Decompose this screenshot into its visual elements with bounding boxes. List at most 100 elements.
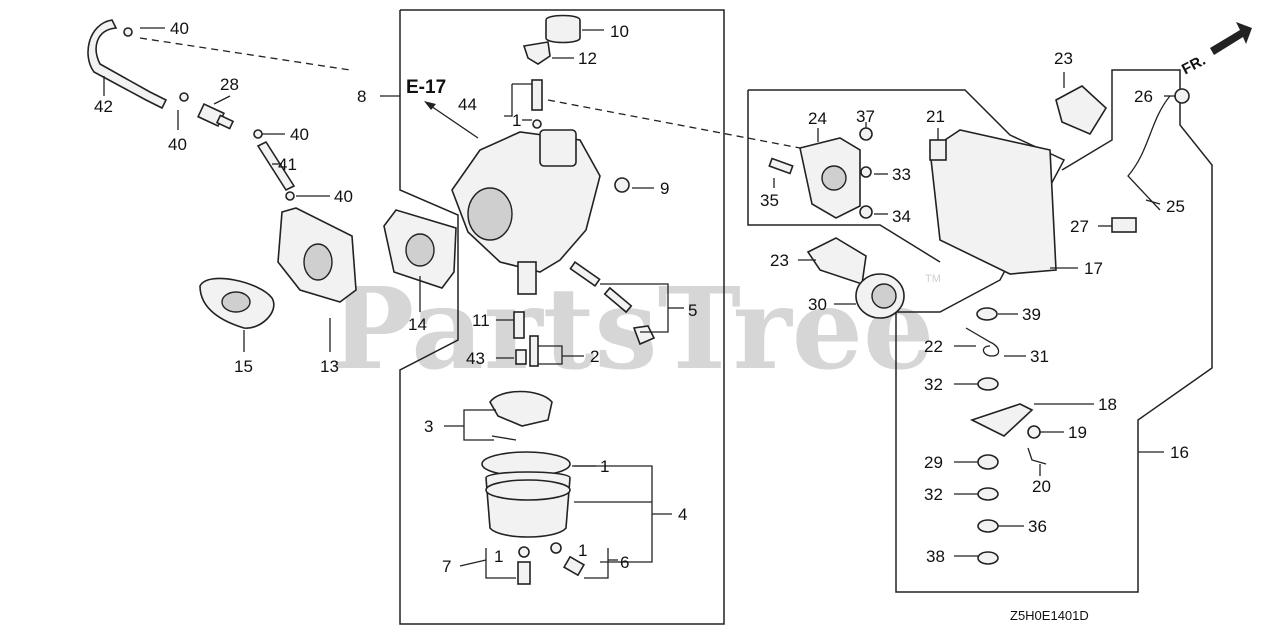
choke-group-frame bbox=[747, 90, 941, 263]
control-base-17 bbox=[929, 129, 1057, 275]
float-pin bbox=[491, 435, 517, 441]
gasket-23a bbox=[1055, 85, 1108, 136]
washer-39 bbox=[976, 307, 998, 321]
callout-18: 18 bbox=[1098, 395, 1117, 414]
nut-26 bbox=[1174, 88, 1190, 104]
callout-13: 13 bbox=[320, 357, 339, 376]
callout-1-a: 1 bbox=[512, 111, 521, 130]
reference-leader bbox=[427, 103, 479, 139]
callout-36: 36 bbox=[1028, 517, 1047, 536]
callout-22: 22 bbox=[924, 337, 943, 356]
diagram-code: Z5H0E1401D bbox=[1010, 608, 1089, 623]
tube-clip-40b bbox=[179, 92, 189, 102]
reference-arrowhead-icon bbox=[424, 101, 436, 110]
watermark-tm: TM bbox=[925, 273, 941, 285]
callout-41: 41 bbox=[278, 155, 297, 174]
carburetor-bore bbox=[467, 187, 513, 241]
carburetor-top-housing bbox=[539, 129, 577, 167]
gasket-23b bbox=[806, 237, 867, 286]
nut-34 bbox=[859, 205, 873, 219]
callout-17: 17 bbox=[1084, 259, 1103, 278]
float-3 bbox=[489, 390, 553, 427]
callout-25: 25 bbox=[1166, 197, 1185, 216]
callout-40-a: 40 bbox=[170, 19, 189, 38]
fuel-joint-28 bbox=[197, 102, 235, 130]
callout-9: 9 bbox=[660, 179, 669, 198]
insulator-port bbox=[303, 243, 333, 281]
callout-1-b: 1 bbox=[600, 457, 609, 476]
callout-8: 8 bbox=[357, 87, 366, 106]
callout-1-c: 1 bbox=[494, 547, 503, 566]
direction-label: FR. bbox=[1179, 52, 1208, 78]
screw-35 bbox=[768, 157, 794, 175]
callout-19: 19 bbox=[1068, 423, 1087, 442]
auto-choke-face bbox=[821, 165, 847, 191]
callout-30: 30 bbox=[808, 295, 827, 314]
spring-22 bbox=[965, 327, 1000, 357]
limiter-cap bbox=[632, 325, 656, 346]
callout-35: 35 bbox=[760, 191, 779, 210]
pulley-30-hub bbox=[871, 283, 897, 309]
clip-27 bbox=[1111, 217, 1137, 233]
rod-25 bbox=[1127, 95, 1171, 211]
washer-33 bbox=[860, 166, 872, 178]
screw-9 bbox=[614, 177, 630, 193]
washer-36 bbox=[977, 519, 999, 533]
callout-23-b: 23 bbox=[770, 251, 789, 270]
callout-2: 2 bbox=[590, 347, 599, 366]
callout-4: 4 bbox=[678, 505, 687, 524]
callout-3: 3 bbox=[424, 417, 433, 436]
callout-29: 29 bbox=[924, 453, 943, 472]
callout-31: 31 bbox=[1030, 347, 1049, 366]
valve-12 bbox=[522, 41, 551, 65]
callout-40-d: 40 bbox=[334, 187, 353, 206]
callout-15: 15 bbox=[234, 357, 253, 376]
callout-32-a: 32 bbox=[924, 375, 943, 394]
washer-38 bbox=[977, 551, 999, 565]
callout-42: 42 bbox=[94, 97, 113, 116]
callout-40-c: 40 bbox=[290, 125, 309, 144]
callout-1-d: 1 bbox=[578, 541, 587, 560]
washer-1c bbox=[518, 546, 530, 558]
callout-12: 12 bbox=[578, 49, 597, 68]
tube-clip-40d bbox=[285, 191, 295, 201]
jet-43 bbox=[515, 349, 527, 365]
drain-screw-6 bbox=[562, 555, 586, 577]
washer-32b bbox=[977, 487, 999, 501]
lever-21 bbox=[929, 139, 947, 161]
tube-clip-40a bbox=[123, 27, 133, 37]
tube-clip-40c bbox=[253, 129, 263, 139]
carburetor-group-frame bbox=[399, 9, 725, 625]
callout-33: 33 bbox=[892, 165, 911, 184]
reference-label: E-17 bbox=[406, 77, 446, 98]
callout-44: 44 bbox=[458, 95, 477, 114]
watermark: PartsTree bbox=[330, 264, 934, 395]
bolt-7 bbox=[517, 561, 531, 585]
callout-26: 26 bbox=[1134, 87, 1153, 106]
washer-1d bbox=[550, 542, 562, 554]
callout-40-b: 40 bbox=[168, 135, 187, 154]
lever-18 bbox=[969, 403, 1034, 437]
callout-14: 14 bbox=[408, 315, 427, 334]
callout-28: 28 bbox=[220, 75, 239, 94]
carburetor-nozzle bbox=[517, 261, 537, 295]
nut-19 bbox=[1027, 425, 1041, 439]
callout-6: 6 bbox=[620, 553, 629, 572]
fuel-tube-41 bbox=[256, 140, 296, 192]
callout-20: 20 bbox=[1032, 477, 1051, 496]
washer-32a bbox=[977, 377, 999, 391]
callout-23-a: 23 bbox=[1054, 49, 1073, 68]
callout-21: 21 bbox=[926, 107, 945, 126]
jet-11 bbox=[513, 311, 525, 339]
callout-24: 24 bbox=[808, 109, 827, 128]
nut-29 bbox=[977, 454, 999, 470]
callout-5: 5 bbox=[688, 301, 697, 320]
callout-32-b: 32 bbox=[924, 485, 943, 504]
callout-34: 34 bbox=[892, 207, 911, 226]
float-chamber-rim bbox=[485, 479, 571, 501]
callout-37: 37 bbox=[856, 107, 875, 126]
callout-16: 16 bbox=[1170, 443, 1189, 462]
needle-2 bbox=[529, 335, 539, 367]
callout-38: 38 bbox=[926, 547, 945, 566]
